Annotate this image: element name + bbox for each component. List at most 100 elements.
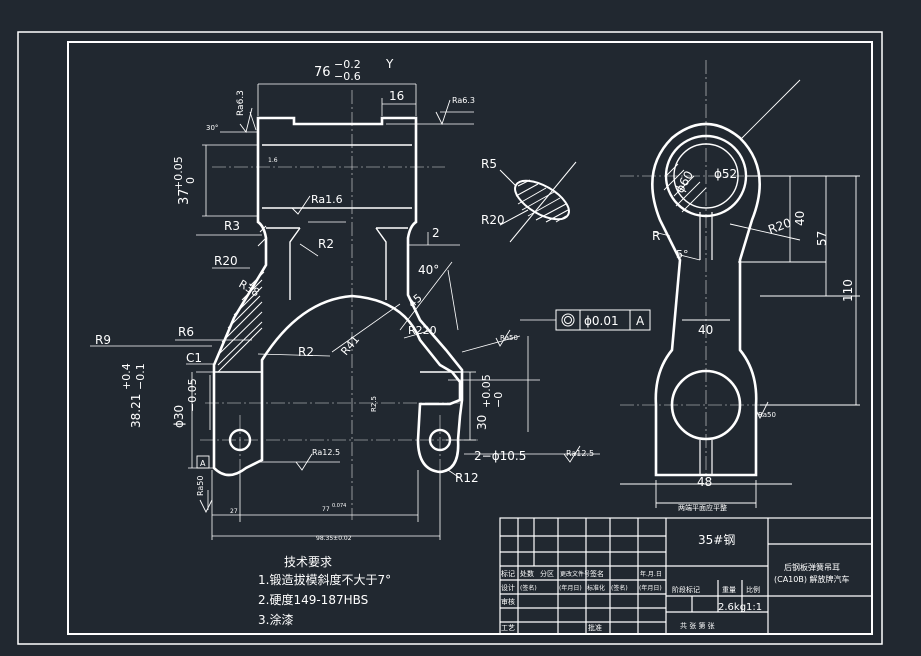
side-48: 48 bbox=[697, 475, 712, 489]
notes-item-3: 3.涂漆 bbox=[258, 612, 293, 627]
tb-hdr-zone: 分区 bbox=[540, 569, 554, 578]
front-view bbox=[90, 83, 769, 540]
side-r: R bbox=[652, 229, 660, 243]
label-r2-5: R2.5 bbox=[370, 396, 378, 412]
section-detail: R5 R20 bbox=[481, 157, 577, 243]
tb-hdr-process: 工艺 bbox=[501, 624, 515, 632]
tb-hdr-date-design: (年月日) bbox=[559, 584, 582, 592]
side-outline bbox=[651, 122, 761, 477]
angle-40: 40° bbox=[418, 263, 439, 277]
label-r20-left: R20 bbox=[214, 254, 238, 268]
side-r20: R20 bbox=[766, 216, 793, 237]
side-caption: 两端平面应平整 bbox=[678, 503, 727, 512]
side-phi52: ϕ52 bbox=[714, 167, 737, 181]
dim-bore-height: 37 bbox=[177, 188, 192, 205]
dim-slot-width: 16 bbox=[389, 89, 404, 103]
tb-hdr-stage: 阶段标记 bbox=[672, 585, 700, 594]
dim-27: 27 bbox=[230, 508, 238, 515]
side-110: 110 bbox=[841, 279, 855, 302]
dim-height-38-tol-upper: +0.4 bbox=[120, 363, 133, 390]
section-r20: R20 bbox=[481, 213, 505, 227]
tb-hdr-scale: 比例 bbox=[746, 585, 760, 594]
label-r220: R220 bbox=[408, 324, 437, 337]
side-lower-bore bbox=[670, 369, 742, 441]
tb-hdr-date: 年.月.日 bbox=[640, 570, 662, 578]
tol-symbol-value: ϕ0.01 bbox=[584, 314, 619, 328]
notes-heading: 技术要求 bbox=[284, 555, 332, 569]
side-phi60: ϕ60 bbox=[672, 168, 696, 195]
tb-hdr-approve: 批准 bbox=[588, 623, 602, 632]
tolerance-frame bbox=[555, 309, 651, 331]
dim-gap-2: 2 bbox=[432, 226, 440, 240]
ra-top-right: Ra6.3 bbox=[452, 96, 475, 105]
notes-item-2: 2.硬度149-187HBS bbox=[258, 592, 368, 607]
label-r2-lower: R2 bbox=[298, 345, 314, 359]
ra-top-left: Ra6.3 bbox=[236, 90, 246, 116]
tb-hdr-std: 标准化 bbox=[587, 584, 605, 592]
tb-part-name-2: (CA10B) 解放牌汽车 bbox=[774, 574, 850, 584]
dim-77-tol: 0.074 bbox=[332, 503, 346, 509]
axis-y-label: Y bbox=[385, 57, 394, 71]
tb-hdr-count: 处数 bbox=[520, 569, 534, 578]
dim-holes: 2−ϕ10.5 bbox=[474, 449, 526, 463]
inner-frame bbox=[67, 41, 873, 635]
ra-bottom-left: Ra12.5 bbox=[312, 448, 340, 457]
tb-hdr-design: 设计 bbox=[501, 583, 515, 592]
ra-hole: Ra12.5 bbox=[566, 449, 594, 458]
tb-hdr-mass: 重量 bbox=[722, 586, 736, 594]
dim-phi-30: ϕ30 bbox=[172, 405, 186, 428]
label-c1: C1 bbox=[186, 351, 202, 365]
tb-hdr-sign: 签名 bbox=[590, 569, 604, 578]
dim-overall-width: 98.35±0.02 bbox=[316, 535, 352, 542]
section-r5: R5 bbox=[481, 157, 497, 171]
dim-height-30-tol-upper: +0.05 bbox=[480, 374, 493, 408]
tb-scale-value: 1:1 bbox=[746, 602, 762, 613]
notes-item-1: 1.锻造拔模斜度不大于7° bbox=[258, 572, 391, 587]
dim-bore-height-tol-upper: +0.05 bbox=[172, 156, 185, 190]
tb-hdr-signed-design: (签名) bbox=[520, 584, 537, 592]
tb-mass-value: 2.6kg bbox=[718, 602, 746, 613]
label-r12: R12 bbox=[455, 471, 479, 485]
dim-phi-30-tol: −0.05 bbox=[186, 378, 199, 412]
label-r9: R9 bbox=[95, 333, 111, 347]
angle-top: 30° bbox=[206, 124, 218, 132]
side-ra: Ra50 bbox=[758, 411, 776, 419]
label-r41: R41 bbox=[338, 333, 362, 358]
outer-frame bbox=[17, 31, 883, 645]
dim-small: 1.6 bbox=[268, 157, 278, 164]
dim-height-38-tol-lower: −0.1 bbox=[134, 363, 147, 390]
ra-right-side: Ra50 bbox=[500, 334, 518, 342]
tb-part-name-1: 后钢板弹簧吊耳 bbox=[784, 562, 840, 572]
dim-height-30-tol-lower: −0 bbox=[492, 392, 505, 408]
side-bore-inner bbox=[673, 143, 739, 209]
dim-height-38: 38.21 bbox=[129, 394, 143, 428]
side-40-horizontal: 40 bbox=[698, 323, 713, 337]
tol-datum: A bbox=[636, 314, 645, 328]
datum-a-box bbox=[196, 455, 210, 469]
tb-hdr-review: 审核 bbox=[501, 597, 515, 606]
dim-height-30: 30 bbox=[475, 415, 489, 430]
dim-top-tol-lower: −0.6 bbox=[334, 70, 361, 83]
dim-top-tol-upper: −0.2 bbox=[334, 58, 361, 71]
datum-a-label: A bbox=[200, 459, 206, 468]
tb-hdr-date-std: (年月日) bbox=[639, 584, 662, 592]
ra-left-vertical: Ra50 bbox=[196, 476, 205, 496]
part-outline bbox=[212, 116, 464, 477]
dim-77: 77 bbox=[322, 506, 330, 513]
tb-material: 35#钢 bbox=[698, 533, 735, 547]
label-r6: R6 bbox=[178, 325, 194, 339]
tb-hdr-signed-std: (签名) bbox=[611, 584, 628, 592]
side-5deg: 5° bbox=[676, 248, 689, 261]
ra-mid: Ra1.6 bbox=[311, 193, 343, 206]
tb-hdr-sheets: 共 张 第 张 bbox=[680, 621, 715, 630]
tb-hdr-docno: 更改文件号 bbox=[560, 570, 590, 578]
title-block: 35#钢 后钢板弹簧吊耳 (CA10B) 解放牌汽车 标记 处数 分区 更改文件… bbox=[499, 517, 873, 635]
hole-left bbox=[228, 428, 252, 452]
side-40-vertical: 40 bbox=[793, 211, 807, 226]
label-r2-upper: R2 bbox=[318, 237, 334, 251]
side-57: 57 bbox=[815, 231, 829, 246]
technical-notes: 技术要求 1.锻造拔模斜度不大于7° 2.硬度149-187HBS 3.涂漆 bbox=[258, 555, 391, 627]
side-view: ϕ60 ϕ52 R20 40 57 110 R 5° 40 Ra50 48 两端… bbox=[620, 60, 860, 512]
dim-bore-height-tol-lower: 0 bbox=[184, 177, 197, 184]
